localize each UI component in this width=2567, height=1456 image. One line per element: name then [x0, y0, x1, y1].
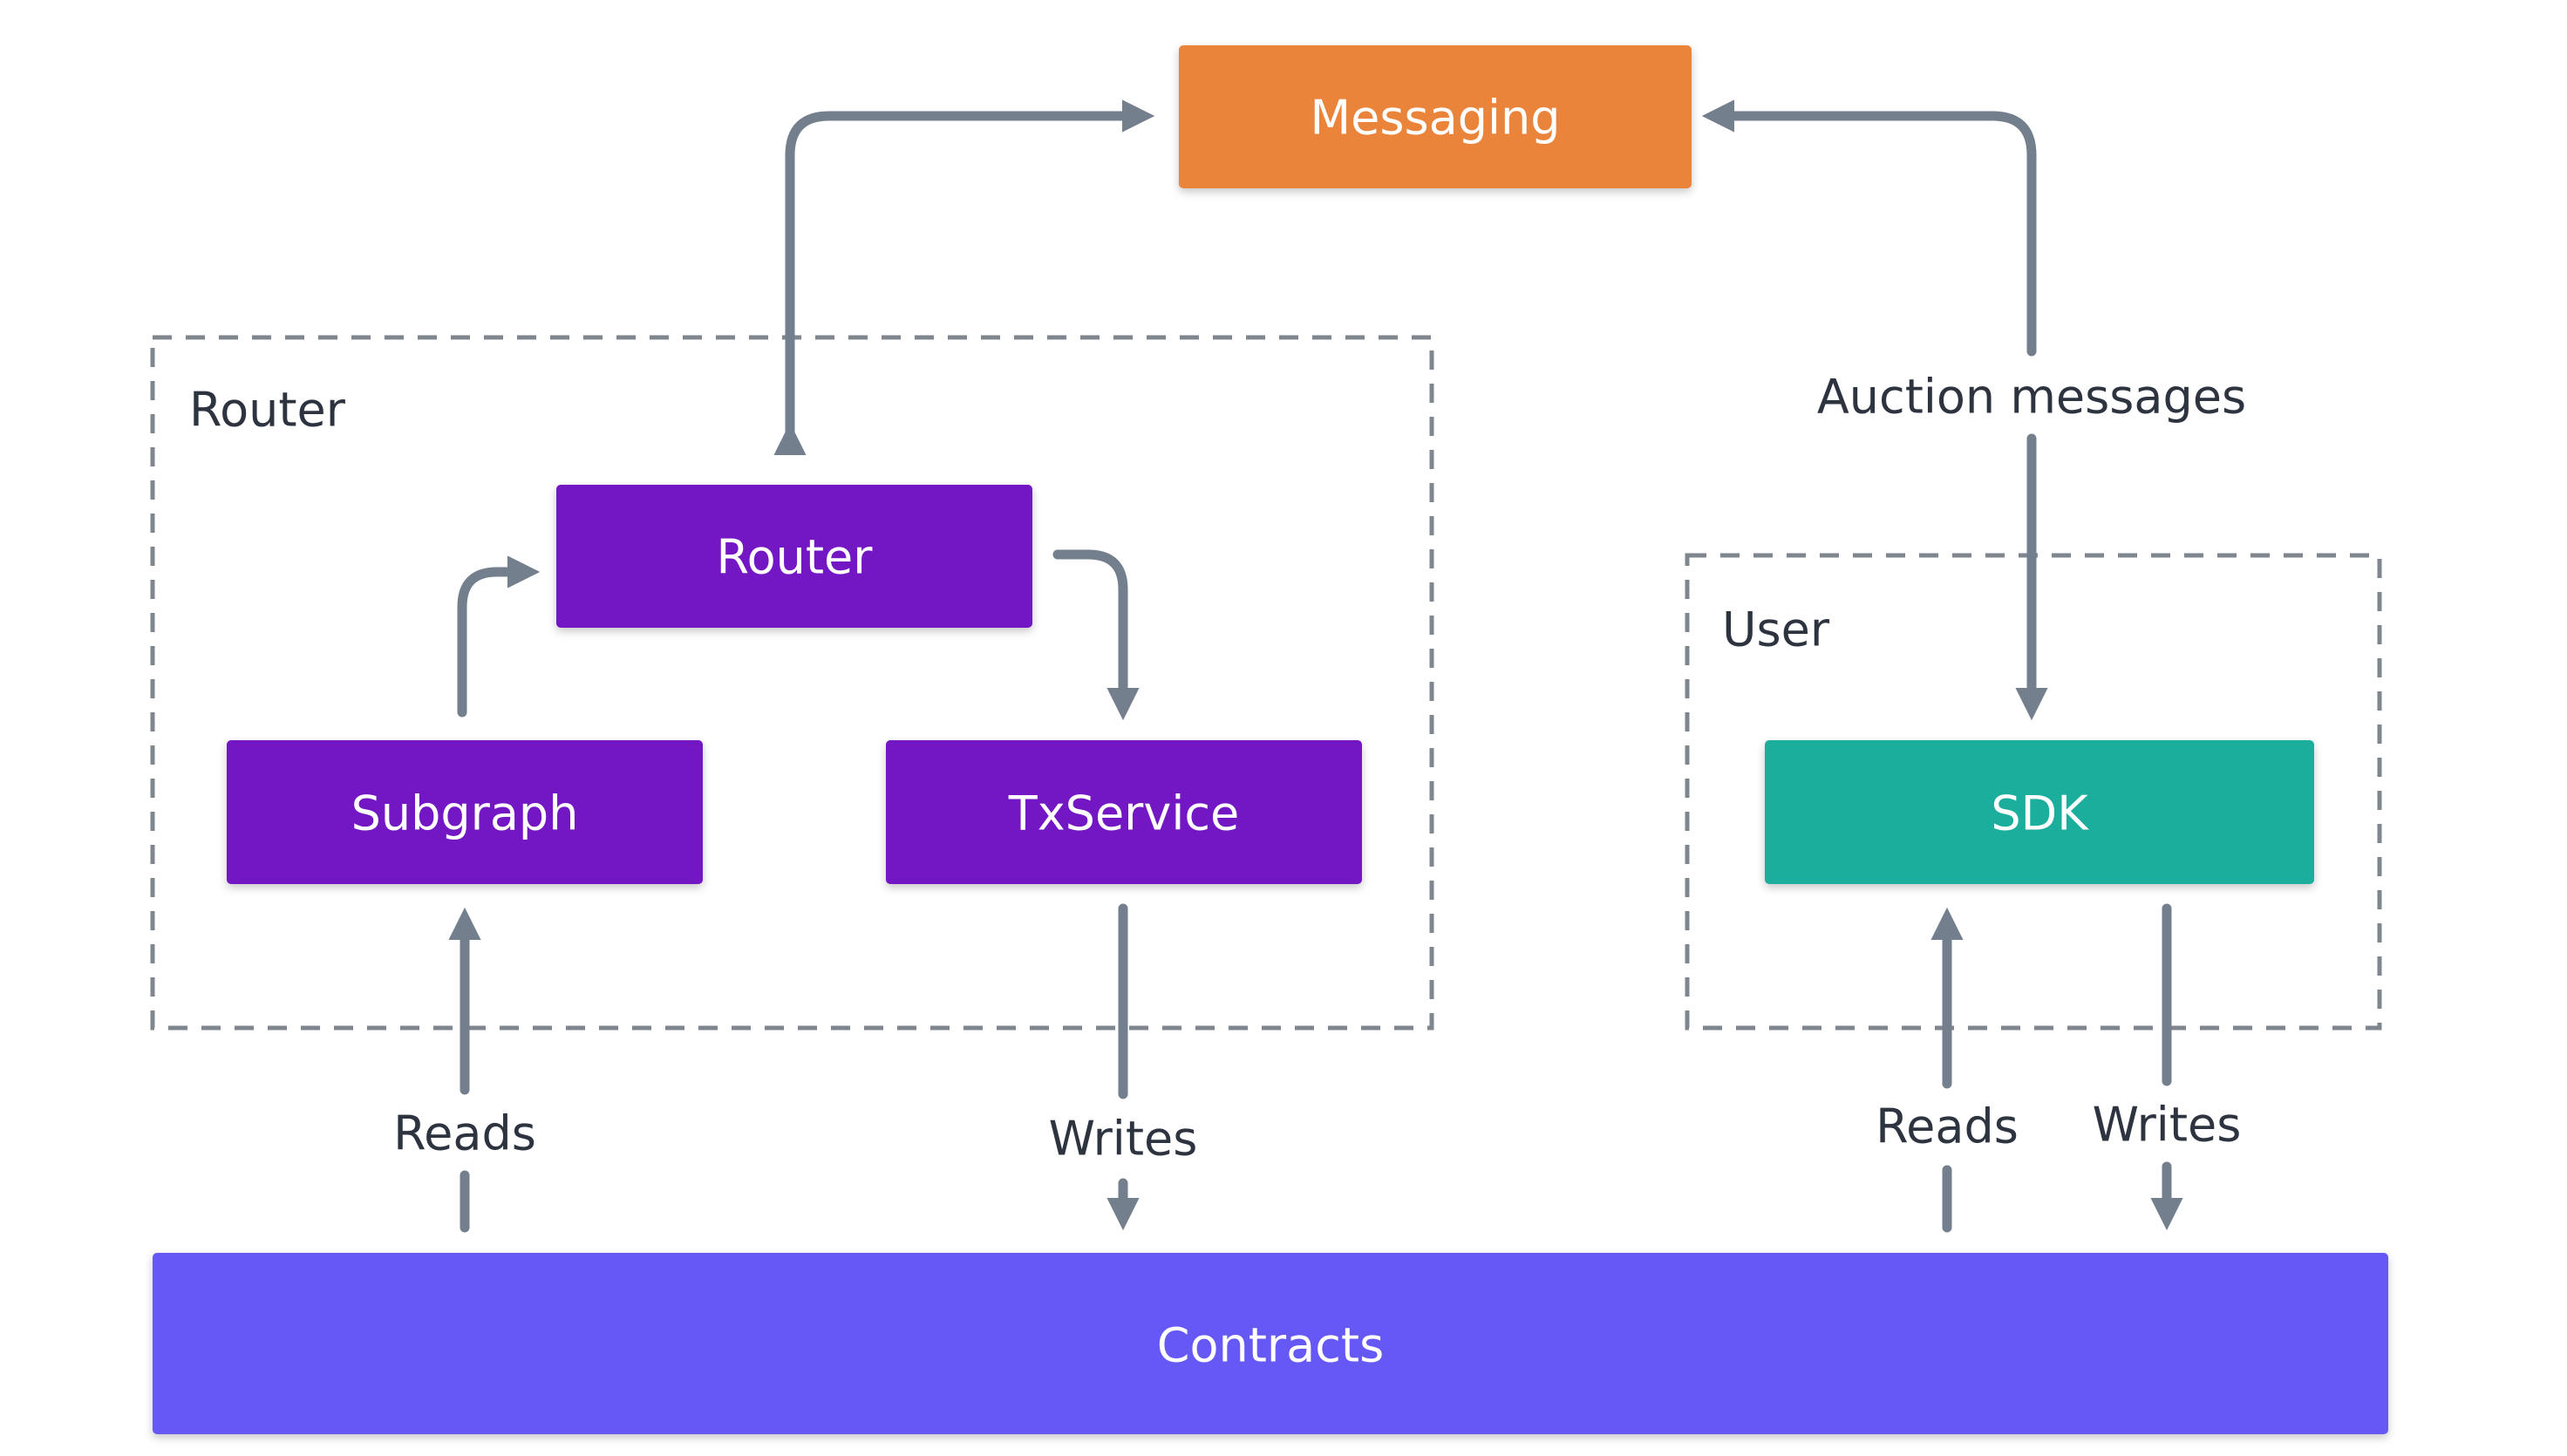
edge-label-sdk-reads: Reads: [1876, 1099, 2019, 1154]
node-contracts: Contracts: [153, 1253, 2388, 1434]
edge-label-txservice-writes: Writes: [1049, 1112, 1198, 1167]
user-group-label: User: [1722, 602, 1830, 657]
node-sdk-box: [1765, 740, 2314, 884]
edge-label-sdk-writes: Writes: [2093, 1098, 2242, 1153]
edge-label-auction-messages: Auction messages: [1817, 370, 2246, 425]
edge-router-txservice: [1052, 549, 1140, 721]
node-txservice: TxService: [886, 740, 1362, 884]
node-contracts-box: [153, 1253, 2388, 1434]
node-txservice-label: TxService: [1008, 786, 1240, 841]
edge-subgraph-router: [457, 555, 541, 718]
edge-auction-messages-upper: [1701, 99, 2037, 357]
router-group-label: Router: [189, 383, 346, 438]
node-messaging-box: [1179, 45, 1692, 188]
node-messaging-label: Messaging: [1311, 91, 1561, 146]
edge-label-subgraph-reads: Reads: [393, 1106, 536, 1161]
node-subgraph-label: Subgraph: [351, 786, 579, 841]
node-contracts-label: Contracts: [1157, 1318, 1384, 1373]
node-sdk: SDK: [1765, 740, 2314, 884]
node-router-box: [556, 485, 1032, 628]
edge-messaging-router: [773, 99, 1155, 456]
node-sdk-label: SDK: [1991, 786, 2089, 841]
node-subgraph: Subgraph: [227, 740, 703, 884]
node-subgraph-box: [227, 740, 703, 884]
node-txservice-box: [886, 740, 1362, 884]
node-router: Router: [556, 485, 1032, 628]
node-messaging: Messaging: [1179, 45, 1692, 188]
node-router-label: Router: [717, 530, 874, 585]
